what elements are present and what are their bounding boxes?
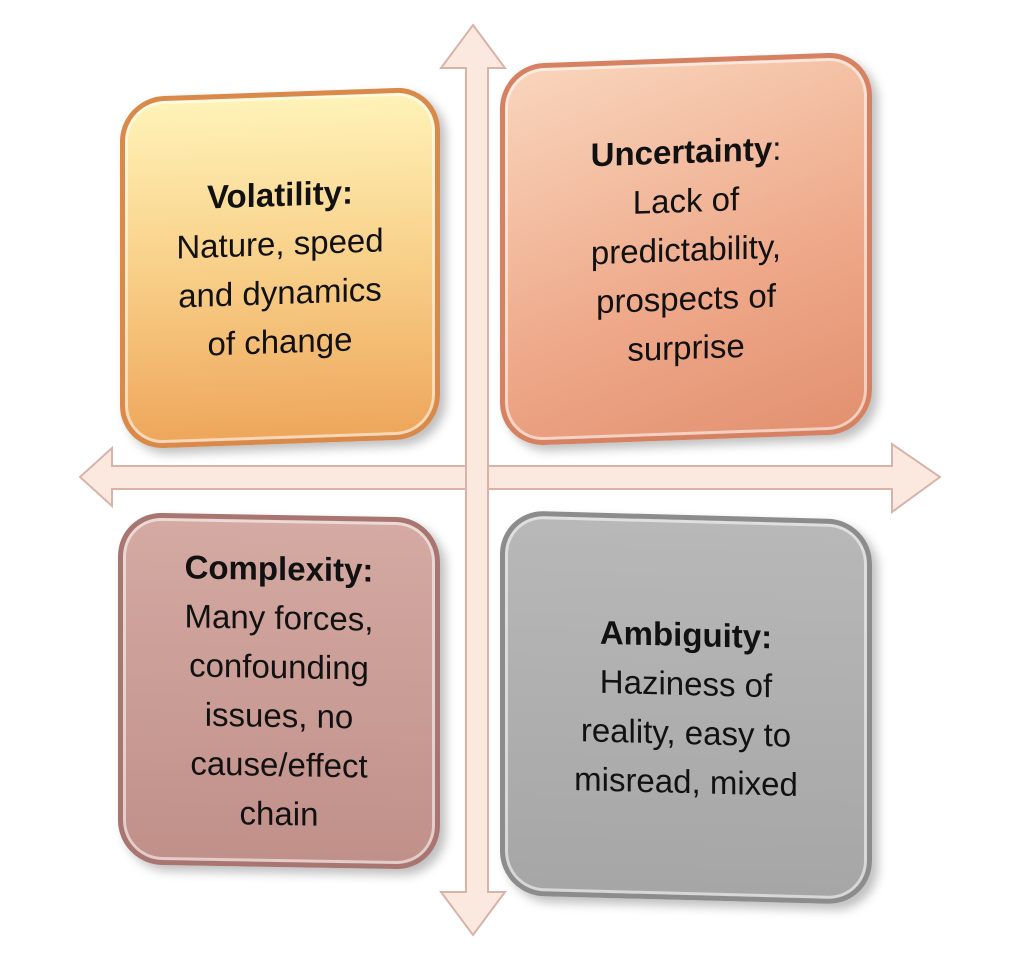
volatility-title: Volatility: bbox=[206, 173, 354, 216]
uncertainty-line: Lack of bbox=[632, 179, 740, 221]
complexity-line: Many forces, bbox=[184, 597, 374, 638]
uncertainty-line: predictability, bbox=[590, 227, 782, 271]
complexity-title: Complexity: bbox=[184, 548, 374, 589]
vertical-double-arrow bbox=[439, 23, 507, 937]
ambiguity-card: Ambiguity: Haziness of reality, easy to … bbox=[500, 510, 872, 905]
horizontal-double-arrow bbox=[78, 442, 942, 514]
complexity-line: issues, no bbox=[204, 695, 354, 736]
uncertainty-line: prospects of bbox=[596, 276, 776, 320]
uncertainty-title-row: Uncertainty: bbox=[591, 123, 782, 179]
volatility-card: Volatility: Nature, speed and dynamics o… bbox=[120, 86, 440, 450]
volatility-line: of change bbox=[207, 320, 353, 363]
uncertainty-line: surprise bbox=[627, 326, 745, 368]
uncertainty-title: Uncertainty bbox=[590, 129, 773, 173]
complexity-card: Complexity: Many forces, confounding iss… bbox=[118, 512, 440, 870]
ambiguity-line: reality, easy to bbox=[580, 710, 792, 754]
volatility-line: Nature, speed bbox=[176, 221, 384, 266]
ambiguity-line: misread, mixed bbox=[574, 759, 798, 803]
complexity-line: confounding bbox=[189, 646, 369, 687]
volatility-line: and dynamics bbox=[178, 270, 382, 315]
complexity-line: chain bbox=[239, 794, 319, 833]
uncertainty-title-colon: : bbox=[772, 129, 782, 167]
ambiguity-title: Ambiguity: bbox=[599, 613, 773, 655]
ambiguity-line: Haziness of bbox=[599, 662, 773, 704]
uncertainty-card: Uncertainty: Lack of predictability, pro… bbox=[500, 51, 872, 447]
complexity-line: cause/effect bbox=[190, 744, 368, 785]
